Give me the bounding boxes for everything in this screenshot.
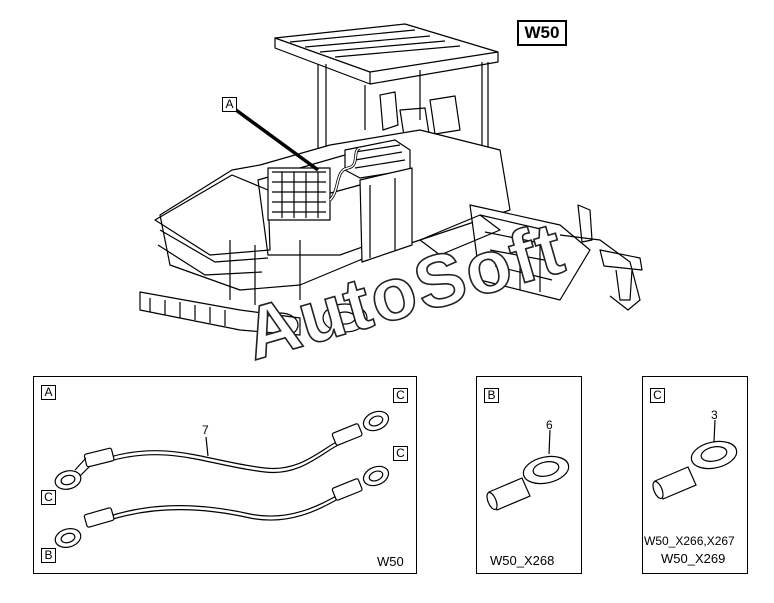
- panel-c-label: C: [650, 388, 665, 403]
- panel-b-item-number: 6: [546, 418, 553, 432]
- panel-c-caption-line1: W50_X266,X267: [644, 534, 735, 548]
- panel-a-label-b-text: B: [44, 548, 53, 562]
- overview-marker-a-text: A: [225, 97, 234, 111]
- panel-c-item-number: 3: [711, 408, 718, 422]
- panel-a-item-number: 7: [202, 423, 209, 437]
- harness-code-box: W50: [517, 20, 567, 46]
- panel-a-label-c-mid-left-text: C: [44, 490, 53, 504]
- paver-machine-illustration: [139, 23, 643, 338]
- panel-a-caption: W50: [377, 554, 404, 569]
- panel-c-caption-line2: W50_X269: [661, 551, 726, 566]
- panel-a-label-c-mid-right-text: C: [396, 446, 405, 460]
- panel-a: [33, 376, 417, 574]
- panel-a-label: A: [41, 385, 56, 400]
- panel-a-label-c-mid-left: C: [41, 490, 56, 505]
- panel-b-label: B: [484, 388, 499, 403]
- overview-marker-a: A: [222, 97, 237, 112]
- panel-c: [642, 376, 748, 574]
- panel-b-caption: W50_X268: [490, 553, 555, 568]
- panel-a-label-text: A: [44, 385, 53, 399]
- harness-code-label: W50: [524, 23, 560, 42]
- panel-a-label-c-mid-right: C: [393, 446, 408, 461]
- panel-b-label-text: B: [487, 388, 496, 402]
- panel-c-label-text: C: [653, 388, 662, 402]
- panel-a-label-c-top-text: C: [396, 388, 405, 402]
- panel-a-label-c-top: C: [393, 388, 408, 403]
- panel-a-label-b: B: [41, 548, 56, 563]
